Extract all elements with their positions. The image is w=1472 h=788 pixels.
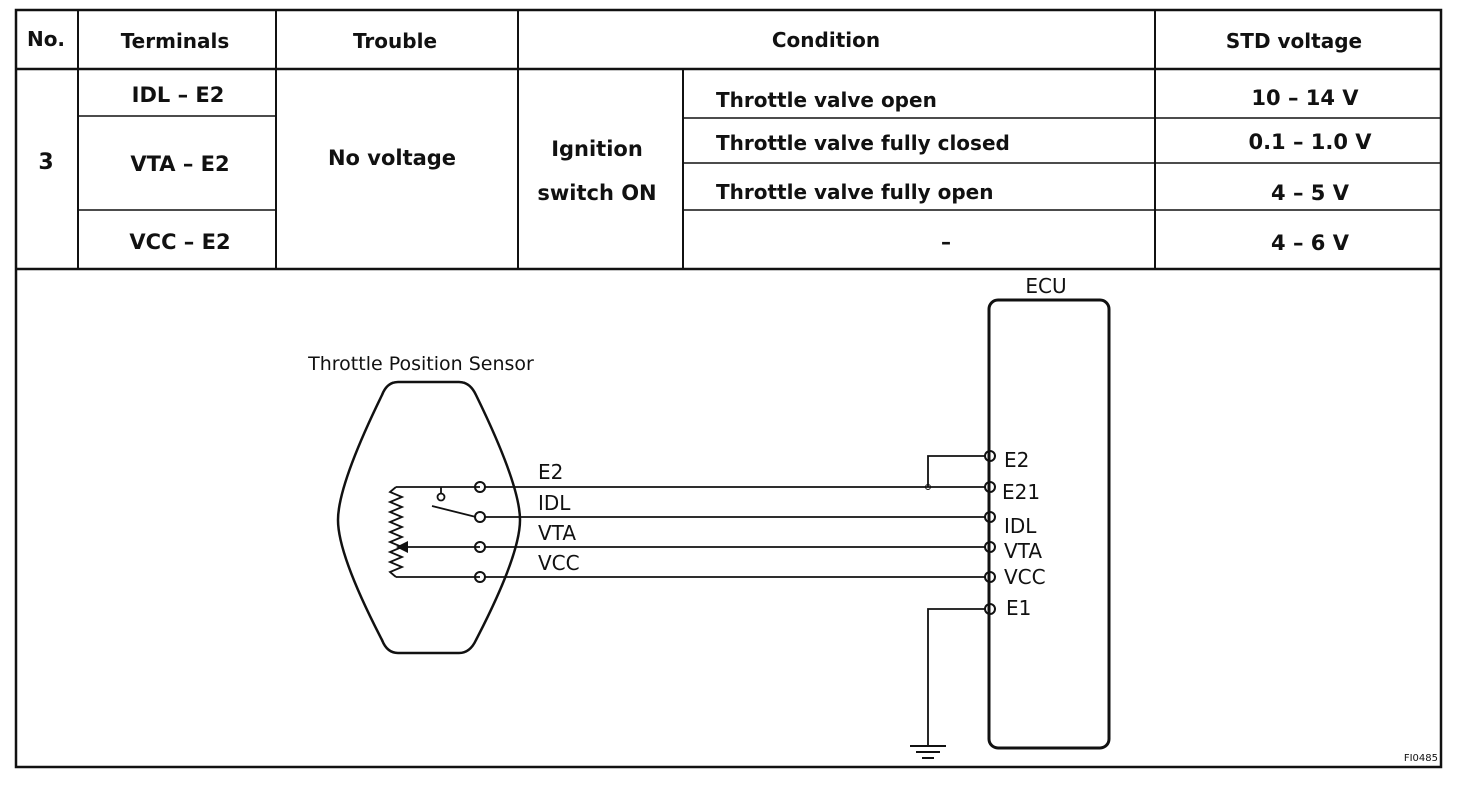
ecu-pin-e21	[984, 481, 996, 493]
ecu-pin-e1	[984, 603, 996, 615]
voltage-fully-open: 4 – 5 V	[1271, 181, 1350, 205]
ecu-pin-label-e21: E21	[1002, 480, 1040, 504]
ecu-pin-vcc	[984, 571, 996, 583]
ecu-pin-label-vcc: VCC	[1004, 565, 1046, 589]
sub-condition-open: Throttle valve open	[716, 88, 937, 112]
wire-label-vta: VTA	[538, 521, 576, 545]
sub-condition-none: –	[941, 230, 951, 254]
terminal-vcc-e2: VCC – E2	[129, 230, 230, 254]
e1-ground-wire	[927, 608, 985, 745]
ground-icon	[910, 745, 946, 759]
condition-line-2: switch ON	[537, 181, 656, 205]
sensor-resistor	[387, 486, 405, 578]
ecu-label: ECU	[1025, 274, 1066, 298]
header-trouble: Trouble	[353, 29, 437, 53]
wire-label-vcc: VCC	[538, 551, 580, 575]
terminal-vta-e2: VTA – E2	[130, 152, 229, 176]
sub-condition-fully-closed: Throttle valve fully closed	[716, 131, 1010, 155]
sub-condition-fully-open: Throttle valve fully open	[716, 180, 993, 204]
table-frame	[14, 8, 1443, 769]
table-header: No. Terminals Trouble Condition STD volt…	[27, 27, 1362, 53]
terminal-idl-e2: IDL – E2	[132, 83, 225, 107]
wire-label-e2: E2	[538, 460, 563, 484]
e2-jumper	[927, 455, 985, 487]
ecu-pin-vta	[984, 541, 996, 553]
header-no: No.	[27, 27, 65, 51]
voltage-vcc: 4 – 6 V	[1271, 231, 1350, 255]
ecu-pin-label-idl: IDL	[1004, 514, 1037, 538]
trouble-value: No voltage	[328, 146, 456, 170]
wiper-arrow	[396, 541, 408, 553]
ecu-pin-idl	[984, 511, 996, 523]
ecu-pin-label-vta: VTA	[1004, 539, 1042, 563]
sensor-label: Throttle Position Sensor	[307, 353, 534, 375]
header-std-voltage: STD voltage	[1226, 29, 1362, 53]
condition-line-1: Ignition	[551, 137, 643, 161]
ecu-pin-label-e1: E1	[1006, 596, 1031, 620]
table-body-row: 3 IDL – E2 VTA – E2 VCC – E2 No voltage …	[38, 83, 1372, 255]
figure-id: FI0485	[1404, 753, 1438, 764]
header-terminals: Terminals	[121, 29, 230, 53]
sensor-housing	[336, 380, 522, 655]
sensor-terminal-idl	[474, 511, 486, 523]
voltage-open: 10 – 14 V	[1251, 86, 1359, 110]
ecu-pin-e2	[984, 450, 996, 462]
wire-label-idl: IDL	[538, 491, 571, 515]
row-number: 3	[38, 150, 53, 175]
header-condition: Condition	[772, 28, 880, 52]
wiring-diagram: Throttle Position Sensor E2 IDL VTA VCC	[307, 274, 1438, 764]
ecu-box	[987, 298, 1111, 750]
ecu-pin-label-e2: E2	[1004, 448, 1029, 472]
voltage-fully-closed: 0.1 – 1.0 V	[1248, 130, 1372, 154]
